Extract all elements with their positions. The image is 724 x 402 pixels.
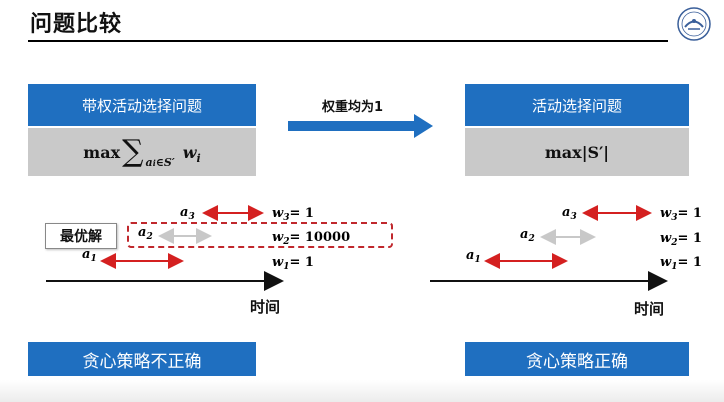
activity-problem-formula: max|S′| bbox=[465, 128, 689, 176]
svg-text:w1= 1: w1= 1 bbox=[272, 255, 314, 272]
svg-text:a1: a1 bbox=[82, 247, 97, 264]
formula-weight: wi bbox=[182, 142, 201, 165]
svg-text:w2= 1: w2= 1 bbox=[660, 231, 702, 248]
svg-text:a2: a2 bbox=[138, 225, 153, 242]
sum-symbol-icon: ∑ bbox=[122, 133, 144, 169]
left-time-label: 时间 bbox=[250, 298, 281, 316]
bottom-shade bbox=[0, 380, 724, 402]
svg-text:a1: a1 bbox=[466, 248, 481, 265]
weighted-problem-header: 带权活动选择问题 bbox=[28, 84, 256, 126]
svg-text:w2= 10000: w2= 10000 bbox=[272, 230, 350, 247]
left-activity-a3: a3 w3= 1 bbox=[180, 205, 314, 223]
arrow-label: 权重均为1 bbox=[322, 100, 384, 115]
greedy-correct-banner: 贪心策略正确 bbox=[465, 342, 689, 376]
right-activity-a1: a1 w1= 1 bbox=[466, 248, 702, 272]
weighted-problem-formula: max ∑ ai∈S′ wi bbox=[28, 128, 256, 176]
svg-text:w1= 1: w1= 1 bbox=[660, 255, 702, 272]
left-activity-a2: a2 w2= 10000 bbox=[138, 225, 350, 247]
optimal-dashed-box bbox=[127, 222, 393, 248]
greedy-incorrect-banner: 贪心策略不正确 bbox=[28, 342, 256, 376]
activity-diagram: a3 w3= 1 a2 w2= 10000 a1 w1= 1 a3 w3= 1 … bbox=[46, 205, 702, 291]
university-logo-icon bbox=[677, 7, 711, 41]
right-activity-a2: a2 w2= 1 bbox=[520, 227, 702, 248]
svg-text:a3: a3 bbox=[180, 205, 195, 222]
right-activity-a3: a3 w3= 1 bbox=[562, 205, 702, 223]
formula-subscript: ai∈S′ bbox=[145, 155, 175, 169]
transform-arrow-icon bbox=[288, 114, 433, 138]
slide-title: 问题比较 bbox=[30, 12, 123, 37]
optimal-solution-label: 最优解 bbox=[45, 223, 117, 249]
activity-problem-header: 活动选择问题 bbox=[465, 84, 689, 126]
svg-text:w3= 1: w3= 1 bbox=[272, 206, 314, 223]
formula-max: max bbox=[83, 142, 121, 162]
svg-text:w3= 1: w3= 1 bbox=[660, 206, 702, 223]
left-activity-a1: a1 w1= 1 bbox=[82, 247, 314, 272]
title-divider bbox=[28, 40, 668, 42]
svg-text:a3: a3 bbox=[562, 205, 577, 222]
right-time-label: 时间 bbox=[634, 300, 665, 318]
svg-text:a2: a2 bbox=[520, 227, 535, 244]
